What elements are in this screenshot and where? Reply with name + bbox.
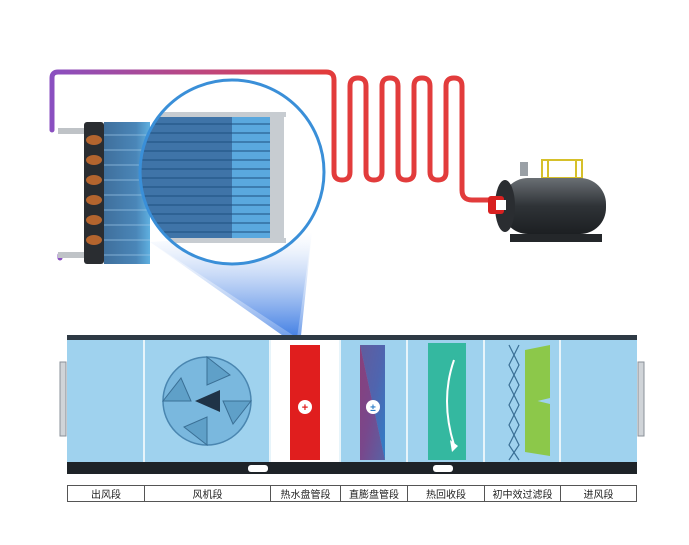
label-dx-coil: 直膨盘管段 [341,486,408,501]
label-fan: 风机段 [145,486,271,501]
heat-exchanger-coil-icon [58,122,150,264]
heat-recovery-wheel [428,343,466,460]
air-handling-unit [59,335,645,474]
fan-icon [161,355,253,447]
filter-section [508,344,550,461]
label-hot-water-coil: 热水盘管段 [271,486,341,501]
boiler-icon [488,159,606,242]
rotation-icon [446,359,455,446]
label-filter: 初中效过滤段 [485,486,561,501]
label-inlet: 进风段 [583,490,614,501]
label-heat-recovery: 热回收段 [408,486,485,501]
label-outlet: 出风段 [68,486,145,501]
plus-icon: + [302,402,308,414]
hot-water-coil: + [290,345,320,460]
section-label-strip: 出风段 风机段 热水盘管段 直膨盘管段 热回收段 初中效过滤段 进风段 [67,485,637,502]
plus-minus-icon: ± [370,403,376,414]
magnifier-circle [138,78,326,266]
dx-coil: ± [360,345,385,460]
